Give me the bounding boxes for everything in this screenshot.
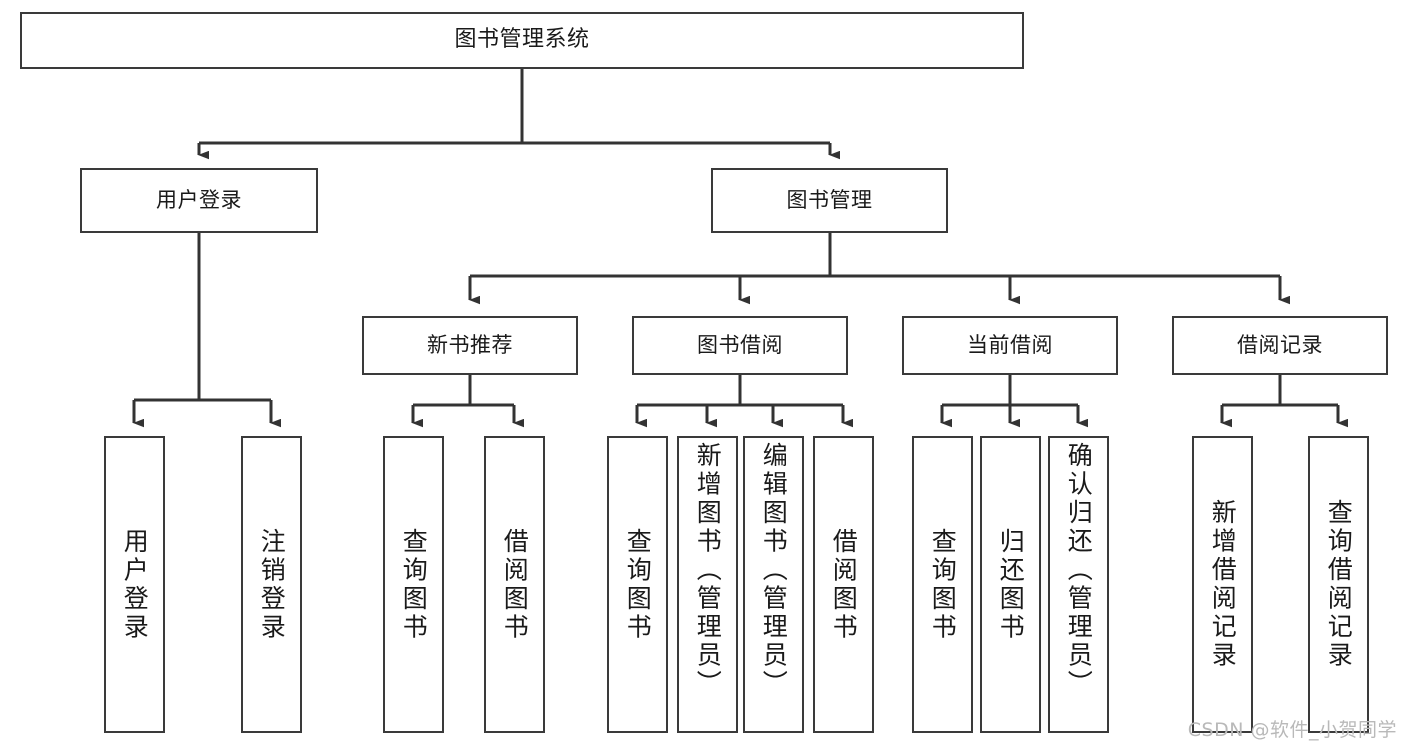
watermark-text: CSDN @软件_小贺同学 [1187,719,1397,741]
node-label: 用户登录 [120,527,150,642]
leaf-add-borrow-record[interactable]: 新增借阅记录 [1192,436,1253,733]
node-label: 新书推荐 [427,332,513,357]
node-label: 编辑图书（管理员） [759,442,789,699]
leaf-confirm-return-admin[interactable]: 确认归还（管理员） [1048,436,1109,733]
leaf-borrow-book-borrow[interactable]: 借阅图书 [813,436,874,733]
node-label: 借阅记录 [1237,332,1323,357]
node-label: 查询图书 [928,527,958,642]
leaf-borrow-book-recommend[interactable]: 借阅图书 [484,436,545,733]
node-label: 新增借阅记录 [1208,499,1238,670]
node-book-borrow[interactable]: 图书借阅 [632,316,848,375]
node-label: 查询图书 [399,527,429,642]
leaf-query-book-recommend[interactable]: 查询图书 [383,436,444,733]
node-label: 用户登录 [156,187,242,212]
node-label: 借阅图书 [500,527,530,642]
node-label: 归还图书 [996,527,1026,642]
node-user-login[interactable]: 用户登录 [80,168,318,233]
node-label: 确认归还（管理员） [1064,442,1094,699]
leaf-query-book-current[interactable]: 查询图书 [912,436,973,733]
node-borrow-record[interactable]: 借阅记录 [1172,316,1388,375]
node-label: 图书管理 [786,187,873,212]
node-current-borrow[interactable]: 当前借阅 [902,316,1118,375]
leaf-edit-book-admin[interactable]: 编辑图书（管理员） [743,436,804,733]
leaf-user-login[interactable]: 用户登录 [104,436,165,733]
node-label: 借阅图书 [829,527,859,642]
leaf-logout-login[interactable]: 注销登录 [241,436,302,733]
node-book-management[interactable]: 图书管理 [711,168,948,233]
node-new-book-recommend[interactable]: 新书推荐 [362,316,578,375]
node-label: 图书借阅 [697,332,783,357]
node-root-system[interactable]: 图书管理系统 [20,12,1024,69]
leaf-add-book-admin[interactable]: 新增图书（管理员） [677,436,738,733]
node-label: 新增图书（管理员） [693,442,723,699]
leaf-query-book-borrow[interactable]: 查询图书 [607,436,668,733]
node-label: 查询借阅记录 [1324,499,1354,670]
leaf-query-borrow-record[interactable]: 查询借阅记录 [1308,436,1369,733]
node-label: 图书管理系统 [454,27,590,53]
node-label: 查询图书 [623,527,653,642]
leaf-return-book[interactable]: 归还图书 [980,436,1041,733]
node-label: 当前借阅 [967,332,1053,357]
node-label: 注销登录 [257,527,287,642]
